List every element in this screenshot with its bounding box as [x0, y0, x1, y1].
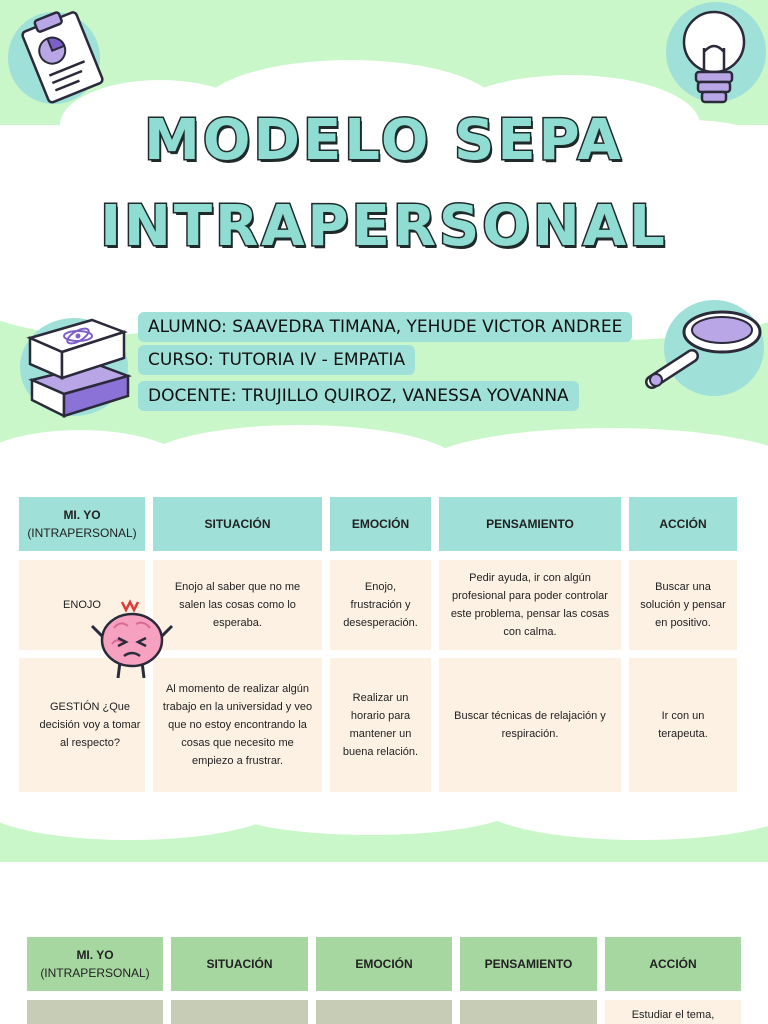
table2-row1-accion: Estudiar el tema,	[605, 1000, 741, 1024]
clipboard-chart-icon	[6, 4, 116, 114]
curso-label: CURSO: TUTORIA IV - EMPATIA	[138, 345, 416, 375]
magnifier-icon	[640, 300, 768, 400]
row2-pensamiento: Buscar técnicas de relajación y respirac…	[439, 658, 621, 792]
table2-header-situacion: SITUACIÓN	[171, 937, 308, 991]
alumno-label: ALUMNO: SAAVEDRA TIMANA, YEHUDE VICTOR A…	[138, 312, 633, 342]
header-miyo: MI. YO (INTRAPERSONAL)	[19, 497, 145, 551]
angry-brain-icon	[84, 598, 180, 682]
table2-header-emocion: EMOCIÓN	[316, 937, 452, 991]
science-book-icon	[18, 308, 138, 424]
row2-situacion: Al momento de realizar algún trabajo en …	[153, 658, 322, 792]
page-title-line-1: MODELO SEPA	[143, 107, 624, 175]
header-pensamiento: PENSAMIENTO	[439, 497, 621, 551]
docente-label: DOCENTE: TRUJILLO QUIROZ, VANESSA YOVANN…	[138, 381, 579, 411]
row2-miyo: GESTIÓN ¿Que decisión voy a tomar al res…	[19, 658, 145, 792]
row1-accion: Buscar una solución y pensar en positivo…	[629, 560, 737, 650]
header-situacion: SITUACIÓN	[153, 497, 322, 551]
header-accion: ACCIÓN	[629, 497, 737, 551]
table2-row1-situacion	[171, 1000, 308, 1024]
row2-emocion: Realizar un horario para mantener un bue…	[330, 658, 431, 792]
row1-pensamiento: Pedir ayuda, ir con algún profesional pa…	[439, 560, 621, 650]
page-title-line-2: INTRAPERSONAL	[99, 193, 668, 261]
table2-row1-emocion	[316, 1000, 452, 1024]
table2-header-miyo: MI. YO (INTRAPERSONAL)	[27, 937, 163, 991]
row1-emocion: Enojo, frustración y desesperación.	[330, 560, 431, 650]
table2-row1-pensamiento	[460, 1000, 597, 1024]
page-one: MODELO SEPA INTRAPERSONAL ALUMNO: SAAVED…	[0, 0, 768, 862]
header-emocion: EMOCIÓN	[330, 497, 431, 551]
page-two: MI. YO (INTRAPERSONAL) SITUACIÓN EMOCIÓN…	[0, 862, 768, 1024]
table2-row1-miyo	[27, 1000, 163, 1024]
lightbulb-icon	[660, 0, 768, 120]
row1-situacion: Enojo al saber que no me salen las cosas…	[153, 560, 322, 650]
table2-header-pensamiento: PENSAMIENTO	[460, 937, 597, 991]
row2-accion: Ir con un terapeuta.	[629, 658, 737, 792]
table2-header-accion: ACCIÓN	[605, 937, 741, 991]
